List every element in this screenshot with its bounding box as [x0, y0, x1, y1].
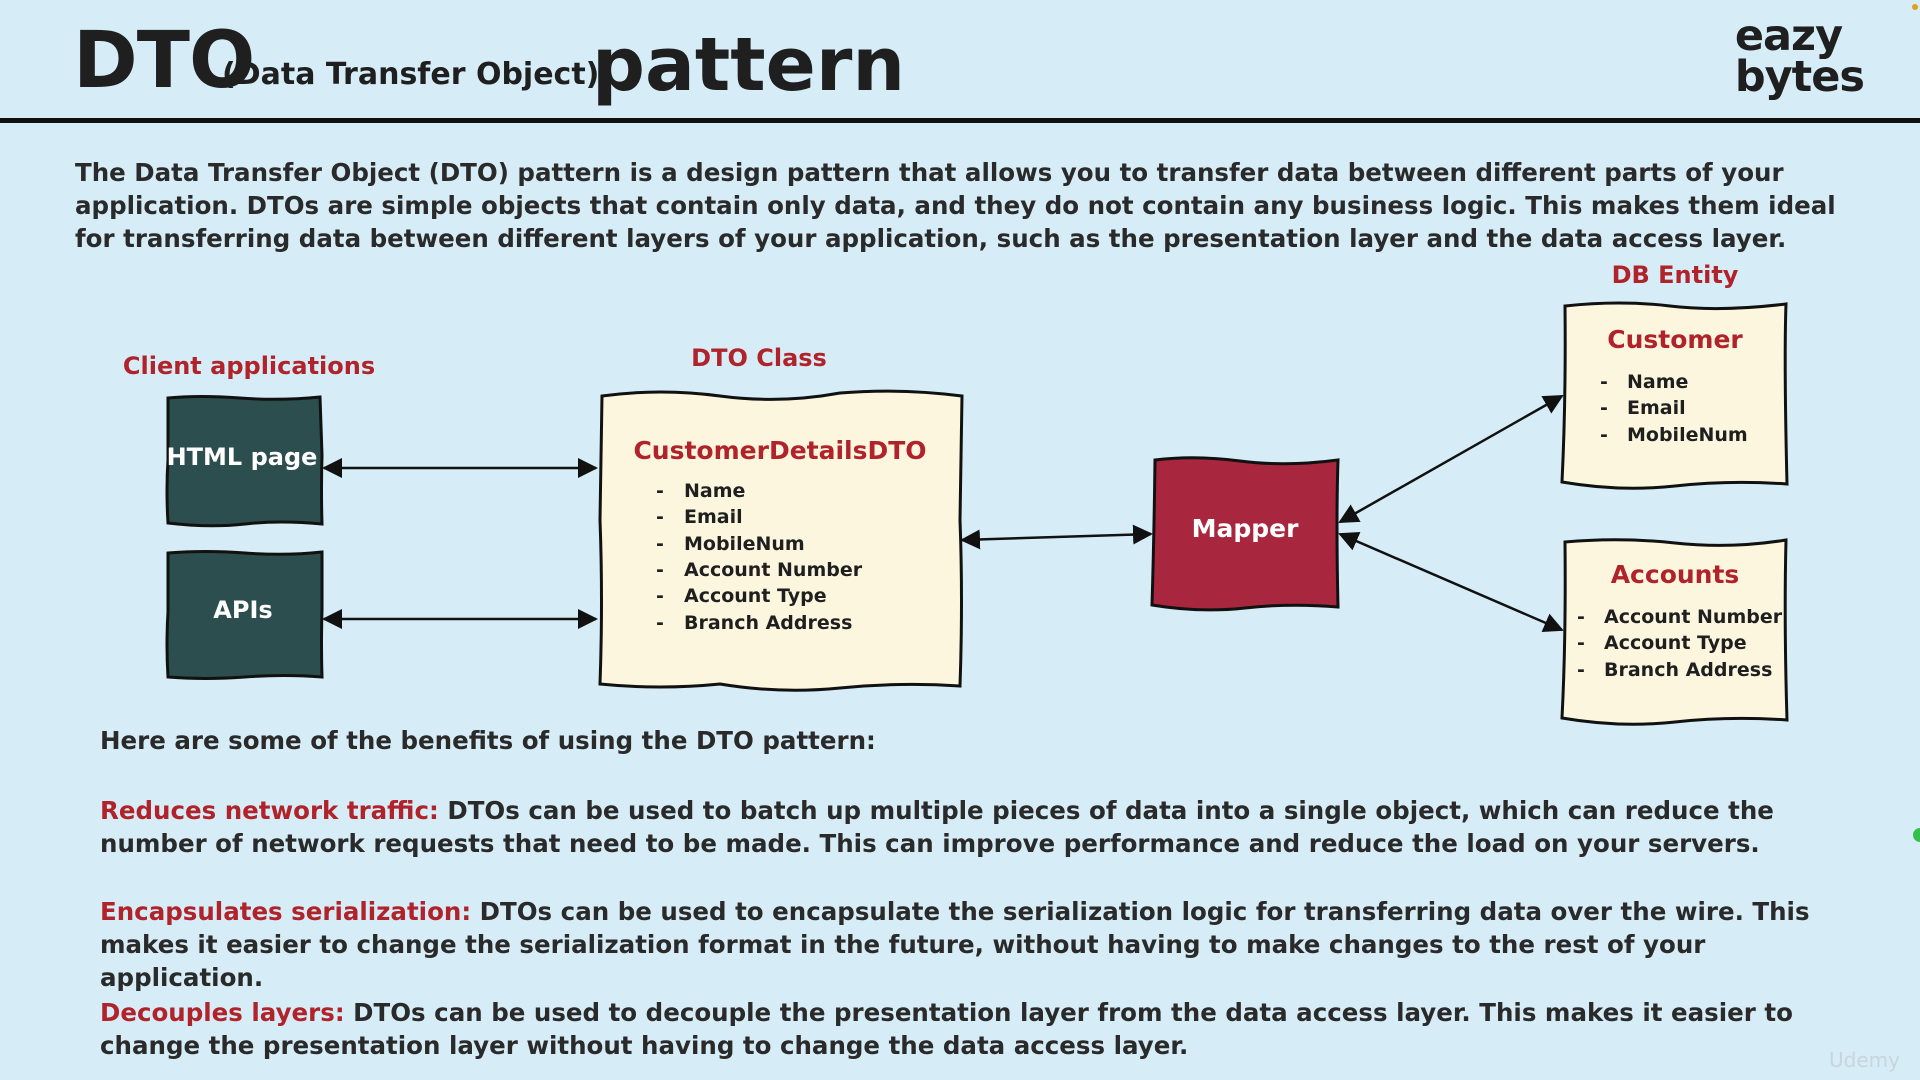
eazybytes-logo: eazy bytes	[1734, 11, 1865, 102]
html-page-label: HTML page	[167, 443, 318, 471]
dto-field-bullet: -	[656, 533, 664, 555]
arrow-dto-to-mapper	[960, 524, 1153, 550]
benefit-text: DTOs can be used to batch up multiple pi…	[100, 796, 1774, 858]
accounts-field-bullet: -	[1577, 606, 1585, 628]
dto-class-title: CustomerDetailsDTO	[633, 436, 926, 465]
apis-box: APIs	[165, 550, 324, 680]
accounts-field-bullet: -	[1577, 659, 1585, 681]
udemy-watermark: Udemy	[1829, 1048, 1900, 1072]
benefits-intro: Here are some of the benefits of using t…	[100, 726, 876, 755]
header-divider	[0, 118, 1920, 123]
customer-field-email: Email	[1627, 397, 1686, 419]
db-entity-label: DB Entity	[1612, 261, 1739, 289]
page-title: DTO	[73, 16, 255, 106]
apis-label: APIs	[213, 596, 272, 624]
customer-field-bullet: -	[1600, 397, 1608, 419]
benefit-heading: Encapsulates serialization:	[100, 897, 472, 926]
accounts-field-account-number: Account Number	[1604, 606, 1783, 628]
customer-entity-title: Customer	[1607, 325, 1743, 354]
benefit-decouples-layers: Decouples layers: DTOs can be used to de…	[100, 996, 1860, 1062]
customer-entity-box: Customer - Name - Email - MobileNum	[1560, 301, 1789, 490]
dto-field-mobilenum: MobileNum	[684, 533, 805, 555]
dto-field-name: Name	[684, 480, 745, 502]
mapper-label: Mapper	[1192, 514, 1299, 543]
dto-field-account-type: Account Type	[684, 585, 827, 607]
dto-field-account-number: Account Number	[684, 559, 863, 581]
dto-field-bullet: -	[656, 559, 664, 581]
benefit-heading: Decouples layers:	[100, 998, 345, 1027]
customer-field-name: Name	[1627, 371, 1688, 393]
benefit-encapsulates-serialization: Encapsulates serialization: DTOs can be …	[100, 895, 1860, 994]
accounts-field-bullet: -	[1577, 632, 1585, 654]
dto-class-box: CustomerDetailsDTO - Name - Email - Mobi…	[598, 389, 964, 692]
accounts-field-branch-address: Branch Address	[1604, 659, 1772, 681]
accounts-field-account-type: Account Type	[1604, 632, 1747, 654]
client-applications-label: Client applications	[123, 352, 375, 380]
dto-field-bullet: -	[656, 585, 664, 607]
dto-field-branch-address: Branch Address	[684, 612, 852, 634]
customer-field-bullet: -	[1600, 424, 1608, 446]
accounts-entity-box: Accounts - Account Number - Account Type…	[1560, 538, 1789, 726]
benefit-heading: Reduces network traffic:	[100, 796, 439, 825]
page-title-suffix: pattern	[592, 22, 906, 108]
dto-field-bullet: -	[656, 612, 664, 634]
dto-field-bullet: -	[656, 480, 664, 502]
status-dot	[1913, 828, 1920, 842]
accounts-entity-title: Accounts	[1611, 560, 1740, 589]
intro-paragraph: The Data Transfer Object (DTO) pattern i…	[75, 158, 1836, 253]
benefit-reduces-network-traffic: Reduces network traffic: DTOs can be use…	[100, 794, 1860, 860]
mapper-box: Mapper	[1150, 456, 1340, 612]
logo-line-2: bytes	[1734, 51, 1865, 102]
benefit-text: DTOs can be used to encapsulate the seri…	[100, 897, 1810, 992]
customer-field-bullet: -	[1600, 371, 1608, 393]
benefit-text: DTOs can be used to decouple the present…	[100, 998, 1793, 1060]
arrow-mapper-to-accounts	[1338, 531, 1564, 633]
dto-field-email: Email	[684, 506, 743, 528]
arrow-mapper-to-customer	[1338, 394, 1564, 524]
page-title-subtitle: (Data Transfer Object)	[222, 57, 600, 92]
corner-dot	[1912, 4, 1918, 10]
dto-class-label: DTO Class	[691, 344, 827, 372]
html-page-box: HTML page	[165, 395, 324, 528]
customer-field-mobilenum: MobileNum	[1627, 424, 1748, 446]
dto-field-bullet: -	[656, 506, 664, 528]
logo-line-1: eazy	[1734, 11, 1843, 61]
